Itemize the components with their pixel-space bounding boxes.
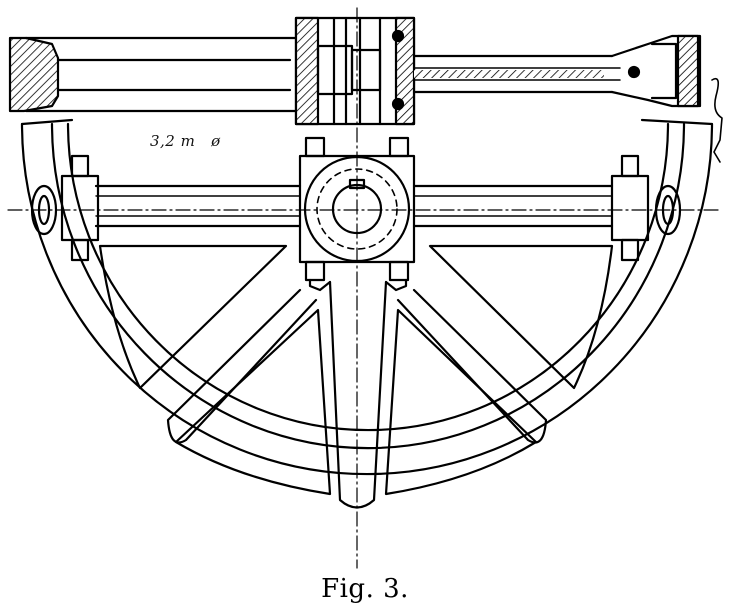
nut bbox=[388, 136, 410, 158]
hub-front bbox=[298, 154, 416, 264]
tie-rod-right bbox=[412, 184, 614, 228]
rim-section-left bbox=[8, 36, 60, 113]
diameter-symbol: ø bbox=[211, 132, 221, 150]
spoke-right-diagonal bbox=[396, 288, 548, 444]
flywheel-drawing bbox=[7, 7, 723, 569]
bolt-dot bbox=[391, 97, 405, 111]
diameter-label: 3,2 m ø bbox=[150, 132, 221, 150]
rim-inner bbox=[50, 122, 686, 450]
nut bbox=[304, 260, 326, 282]
spoke-left-diagonal bbox=[166, 288, 318, 444]
wheel-view bbox=[20, 118, 714, 509]
nut bbox=[620, 238, 640, 262]
sectional-view bbox=[8, 16, 723, 163]
clamp-block-right bbox=[610, 174, 650, 242]
nut bbox=[70, 154, 90, 178]
rim-outer bbox=[20, 122, 714, 476]
tie-rod-left bbox=[94, 184, 302, 228]
nut bbox=[388, 260, 410, 282]
figure-caption: Fig. 3. bbox=[321, 574, 409, 604]
rim-section-right bbox=[610, 34, 702, 108]
nut bbox=[70, 238, 90, 262]
nut bbox=[304, 136, 326, 158]
nut bbox=[620, 154, 640, 178]
bolt-dot bbox=[391, 29, 405, 43]
